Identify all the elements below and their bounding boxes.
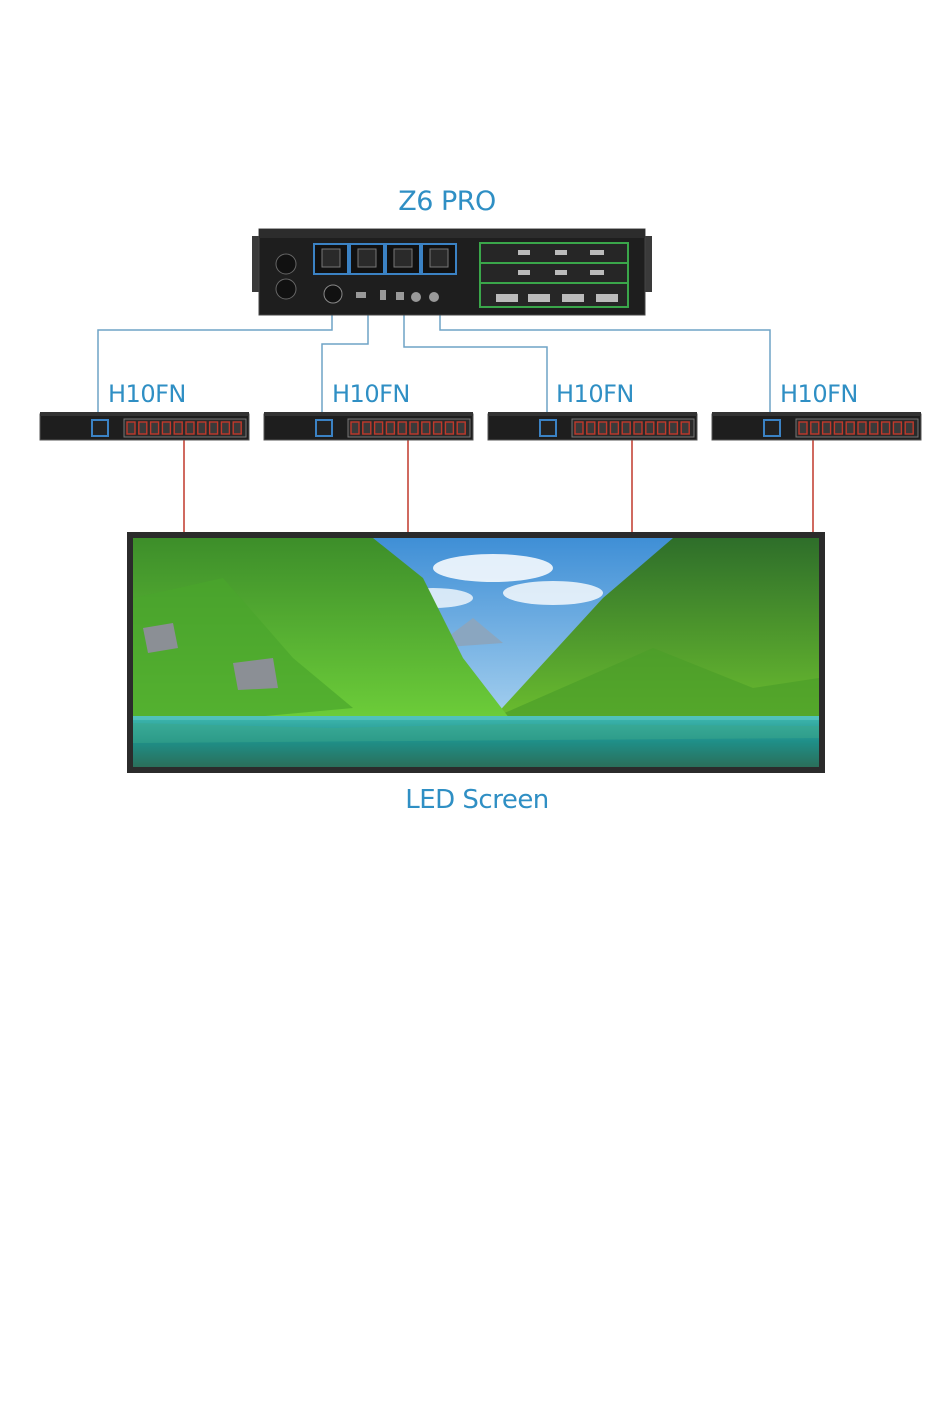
ethernet-port (646, 422, 654, 434)
fiber-line-4 (440, 305, 770, 425)
ethernet-port (823, 422, 831, 434)
ethernet-port (893, 422, 901, 434)
led-screen (127, 532, 825, 773)
fiber-line-1 (98, 305, 332, 425)
ethernet-port (834, 422, 842, 434)
ethernet-port (799, 422, 807, 434)
ethernet-port (151, 422, 159, 434)
ethernet-port (434, 422, 442, 434)
ethernet-port (622, 422, 630, 434)
controller-input-cards (480, 243, 628, 307)
ethernet-port (221, 422, 229, 434)
led-screen-landscape (133, 538, 819, 767)
ethernet-port (363, 422, 371, 434)
ethernet-port (233, 422, 241, 434)
ethernet-port (846, 422, 854, 434)
fiber-line-3 (404, 305, 547, 425)
ethernet-port (198, 422, 206, 434)
controller-device (252, 229, 652, 315)
ethernet-port (669, 422, 677, 434)
fiber-line-2 (322, 305, 368, 425)
ethernet-port (445, 422, 453, 434)
ethernet-port (186, 422, 194, 434)
ethernet-port (139, 422, 147, 434)
ethernet-port (610, 422, 618, 434)
ethernet-port (858, 422, 866, 434)
ethernet-port (422, 422, 430, 434)
ethernet-port (681, 422, 689, 434)
ethernet-port (127, 422, 135, 434)
ethernet-connections (184, 440, 813, 534)
ethernet-port (587, 422, 595, 434)
ethernet-port (386, 422, 394, 434)
ethernet-port (162, 422, 170, 434)
ethernet-port (375, 422, 383, 434)
ethernet-port (634, 422, 642, 434)
fiber-connections (98, 305, 770, 425)
ethernet-port (174, 422, 182, 434)
ethernet-port (351, 422, 359, 434)
ethernet-port (870, 422, 878, 434)
ethernet-port (599, 422, 607, 434)
ethernet-port (410, 422, 418, 434)
ethernet-port (811, 422, 819, 434)
ethernet-port (658, 422, 666, 434)
ethernet-port (575, 422, 583, 434)
ethernet-port (882, 422, 890, 434)
ethernet-port (457, 422, 465, 434)
ethernet-port (398, 422, 406, 434)
ethernet-port (905, 422, 913, 434)
ethernet-port (210, 422, 218, 434)
